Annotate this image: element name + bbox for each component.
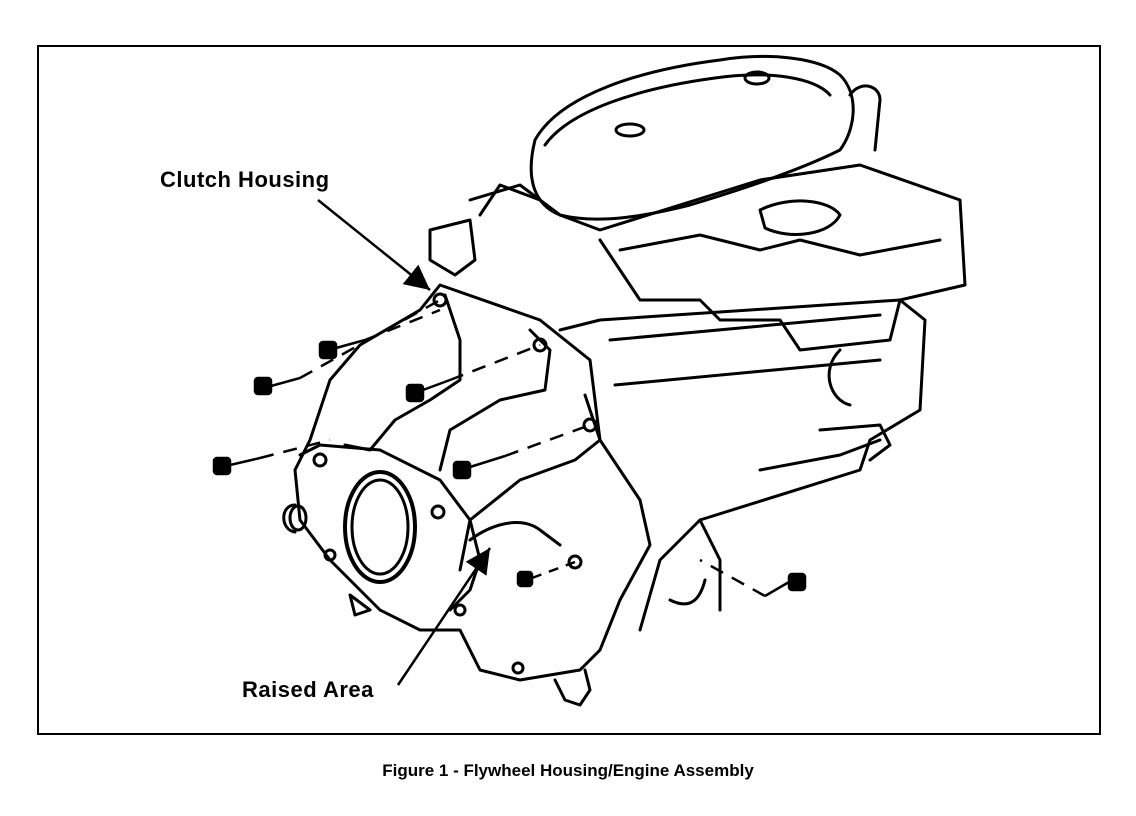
bolt-icon: [253, 298, 441, 396]
flywheel-bore: [343, 470, 417, 584]
bolt-icon: [516, 560, 576, 588]
figure-caption: Figure 1 - Flywheel Housing/Engine Assem…: [382, 761, 754, 780]
bolt-icon: [405, 343, 541, 403]
bolt-icon: [212, 438, 331, 476]
bolt-icon: [318, 308, 441, 360]
clutch-housing-label: Clutch Housing: [160, 167, 330, 192]
figure-frame: [37, 45, 1101, 735]
raised-area-leader: [396, 547, 492, 686]
bolts: [212, 298, 807, 598]
valve-cover: [529, 55, 855, 221]
raised-area-label: Raised Area: [242, 677, 374, 702]
clutch-housing-leader: [317, 199, 431, 291]
clutch-housing: [293, 283, 652, 682]
bolt-icon: [452, 423, 591, 480]
bolt-icon: [699, 558, 807, 598]
engine-block: [558, 298, 927, 632]
